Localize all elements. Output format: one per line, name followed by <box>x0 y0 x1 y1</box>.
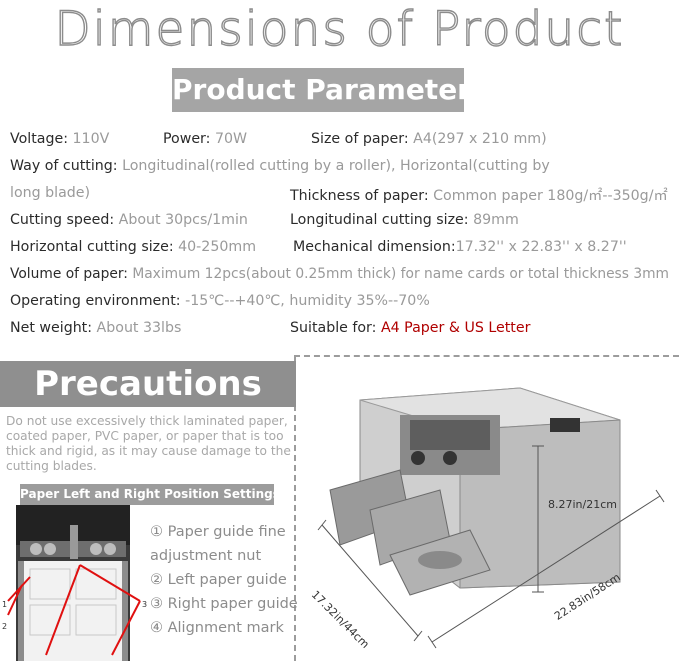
legend-item-3: ③ Right paper guide <box>150 596 298 612</box>
param-volume: Volume of paper: Maximum 12pcs(about 0.2… <box>10 266 669 282</box>
param-value: About 33lbs <box>96 320 182 336</box>
param-value: A4(297 x 210 mm) <box>413 131 547 147</box>
position-settings-banner: Paper Left and Right Position Settings <box>20 484 280 505</box>
dashed-divider-horizontal <box>294 355 679 357</box>
param-label: Way of cutting: <box>10 158 123 174</box>
param-value: About 30pcs/1min <box>118 212 248 228</box>
marker-3: 3 <box>142 600 147 609</box>
param-label: Size of paper: <box>311 131 414 147</box>
param-label: Suitable for: <box>290 320 381 336</box>
param-value: 70W <box>214 131 248 147</box>
param-long-size: Longitudinal cutting size: 89mm <box>290 212 519 228</box>
param-label: Thickness of paper: <box>290 188 434 204</box>
legend-item-4: ④ Alignment mark <box>150 620 284 636</box>
param-speed: Cutting speed: About 30pcs/1min <box>10 212 248 228</box>
param-label: Power: <box>163 131 215 147</box>
param-label: Cutting speed: <box>10 212 119 228</box>
legend-item-2: ② Left paper guide <box>150 572 287 588</box>
precautions-banner: Precautions <box>0 361 296 407</box>
param-label: Volume of paper: <box>10 266 133 282</box>
page-title: Dimensions of Product <box>54 1 625 57</box>
legend-item-1: ① Paper guide fine <box>150 524 286 540</box>
param-label: Operating environment: <box>10 293 186 309</box>
marker-2: 2 <box>2 622 7 631</box>
param-suitable: Suitable for: A4 Paper & US Letter <box>290 320 530 336</box>
param-paper-size: Size of paper: A4(297 x 210 mm) <box>311 131 547 147</box>
paper-guide-photo: 1 2 3 <box>2 505 147 661</box>
param-voltage: Voltage: 110V <box>10 131 109 147</box>
param-cutting-way: Way of cutting: Longitudinal(rolled cutt… <box>10 158 550 174</box>
param-value: Maximum 12pcs(about 0.25mm thick) for na… <box>132 266 669 282</box>
legend-item-1-cont: adjustment nut <box>150 548 262 564</box>
param-thickness: Thickness of paper: Common paper 180g/㎡-… <box>290 185 668 205</box>
param-value: 17.32'' x 22.83'' x 8.27'' <box>455 239 627 255</box>
param-label: Horizontal cutting size: <box>10 239 179 255</box>
param-value: 40-250mm <box>178 239 257 255</box>
param-value: 89mm <box>473 212 519 228</box>
param-label: Net weight: <box>10 320 97 336</box>
param-label: Longitudinal cutting size: <box>290 212 474 228</box>
param-mech-dim: Mechanical dimension:17.32'' x 22.83'' x… <box>293 239 627 255</box>
param-value: long blade) <box>10 185 91 201</box>
precautions-text: Do not use excessively thick laminated p… <box>6 414 291 473</box>
param-value: Longitudinal(rolled cutting by a roller)… <box>122 158 550 174</box>
param-label: Mechanical dimension: <box>293 239 456 255</box>
marker-1: 1 <box>2 600 7 609</box>
dashed-divider-vertical <box>294 355 296 661</box>
param-environment: Operating environment: -15℃--+40℃, humid… <box>10 293 430 309</box>
param-cutting-way-cont: long blade) <box>10 185 90 201</box>
param-value: 110V <box>72 131 110 147</box>
dimension-height: 8.27in/21cm <box>548 498 617 511</box>
params-banner: Product Parameters <box>172 68 488 112</box>
param-weight: Net weight: About 33lbs <box>10 320 181 336</box>
param-horiz-size: Horizontal cutting size: 40-250mm <box>10 239 256 255</box>
param-label: Voltage: <box>10 131 73 147</box>
product-machine-image <box>317 387 665 649</box>
param-power: Power: 70W <box>163 131 247 147</box>
param-value: A4 Paper & US Letter <box>380 320 531 336</box>
param-value: Common paper 180g/㎡--350g/㎡ <box>433 188 668 204</box>
param-value: -15℃--+40℃, humidity 35%--70% <box>185 293 430 309</box>
